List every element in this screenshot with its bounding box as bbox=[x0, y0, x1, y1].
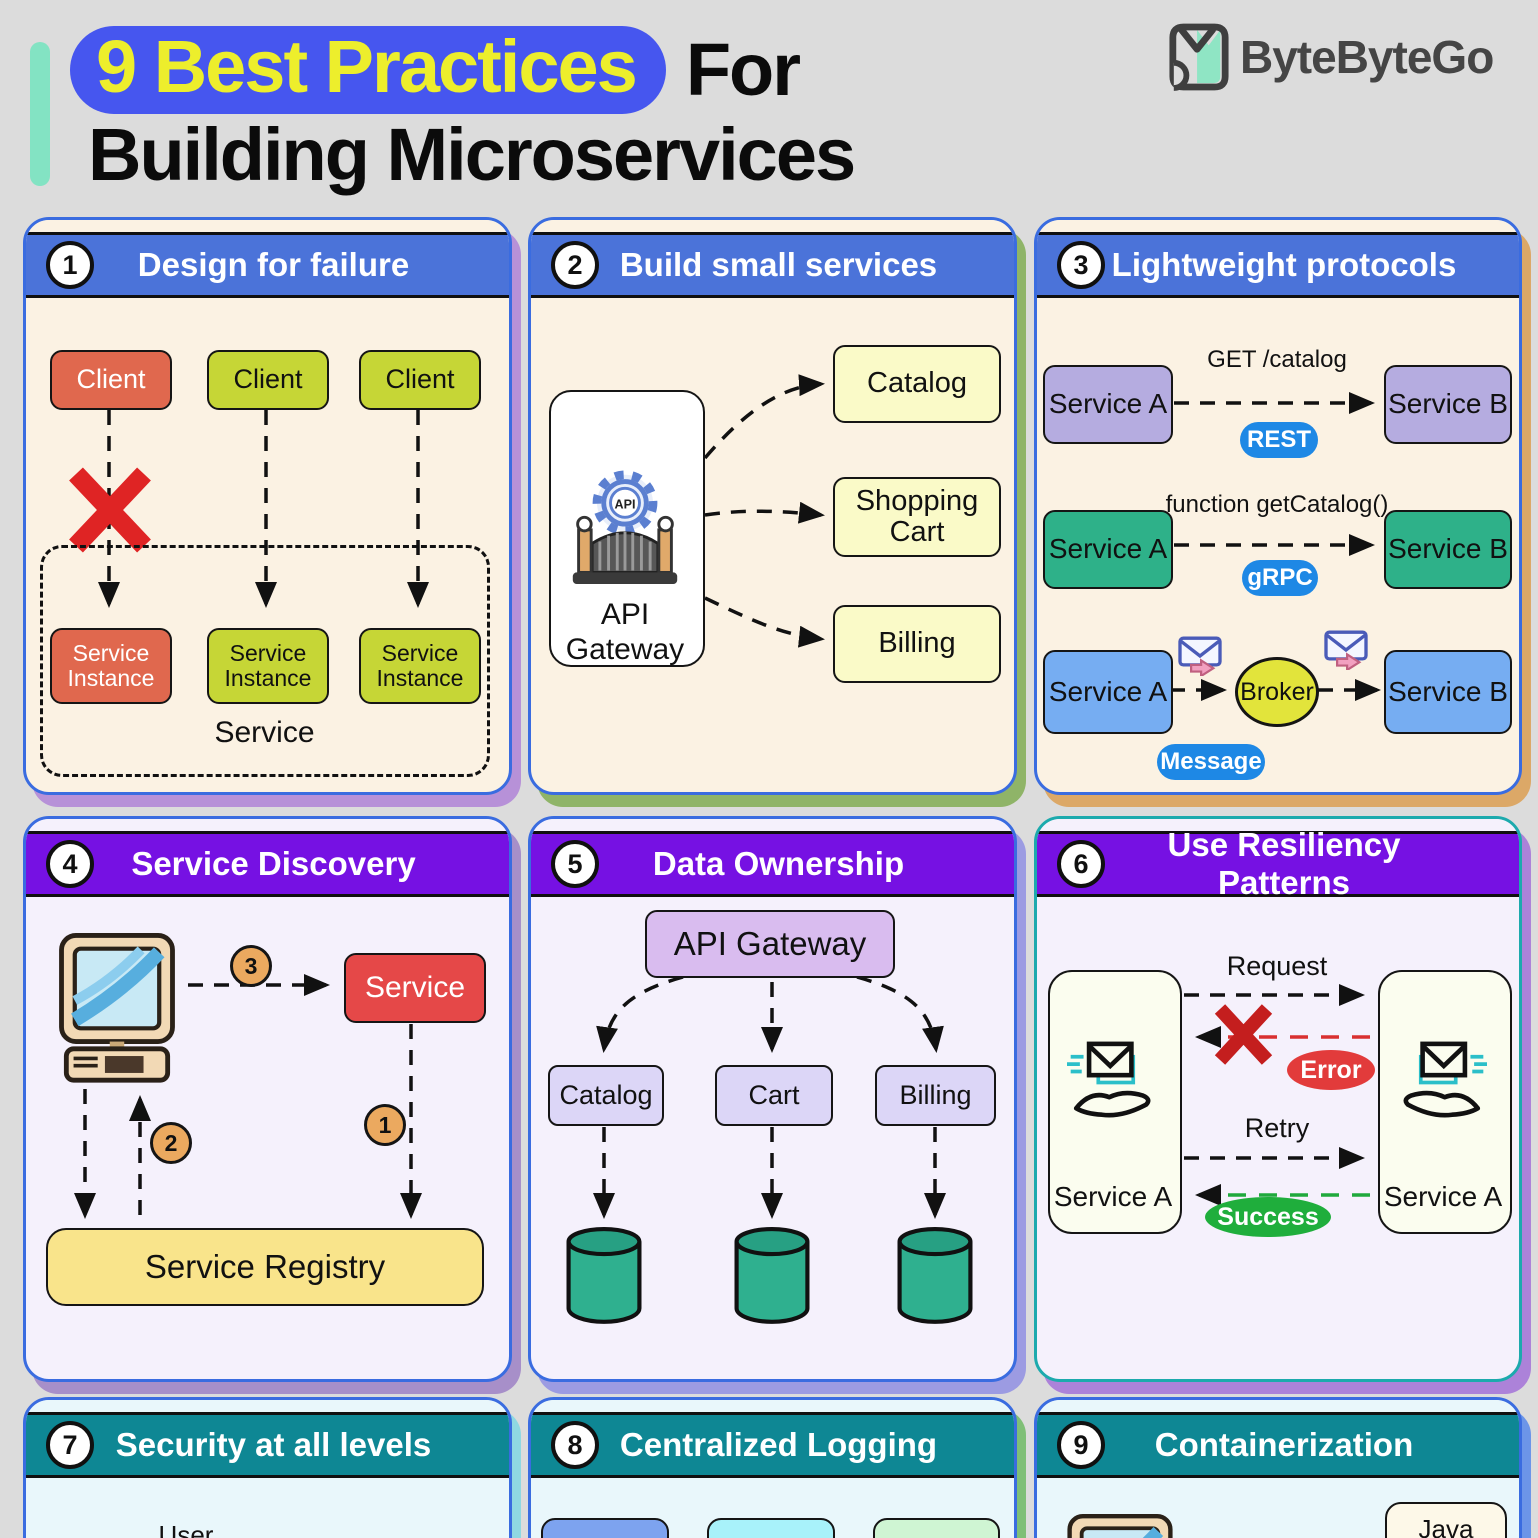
java-service-box: Java Service bbox=[1385, 1502, 1507, 1538]
bytebytego-icon bbox=[1169, 23, 1229, 91]
panel-design-for-failure: 1 Design for failure Client Client Clien… bbox=[23, 217, 512, 795]
service-box: Service bbox=[344, 953, 486, 1023]
page-title-line2: Building Microservices bbox=[88, 113, 856, 196]
user-label: User bbox=[158, 1520, 214, 1538]
panel-data-ownership: 5 Data Ownership API Gateway Catalog Car… bbox=[528, 816, 1017, 1382]
retry-label: Retry bbox=[1244, 1113, 1310, 1143]
panel-centralized-logging: 8 Centralized Logging bbox=[528, 1397, 1017, 1538]
database-icon bbox=[566, 1227, 642, 1324]
panel-title: Data Ownership bbox=[652, 845, 905, 882]
panel-title: Containerization bbox=[1154, 1426, 1414, 1463]
panel-number: 5 bbox=[551, 840, 599, 888]
panel-title: Lightweight protocols bbox=[1111, 246, 1457, 283]
panel-number: 1 bbox=[46, 241, 94, 289]
panel-lightweight-protocols: 3 Lightweight protocols Service A Servic… bbox=[1034, 217, 1522, 795]
panel-title: Security at all levels bbox=[115, 1426, 432, 1463]
connector-arrows bbox=[703, 374, 825, 648]
connector-arrows bbox=[1184, 984, 1370, 1206]
connector-arrows bbox=[69, 410, 429, 608]
mail-hand-icon bbox=[1067, 1041, 1151, 1118]
mail-hand-icon bbox=[1403, 1041, 1487, 1118]
panel-service-discovery: 4 Service Discovery Service 3 1 2 Servic… bbox=[23, 816, 512, 1382]
panel-number: 9 bbox=[1057, 1421, 1105, 1469]
panel-security: 7 Security at all levels User bbox=[23, 1397, 512, 1538]
panel-number: 4 bbox=[46, 840, 94, 888]
svg-text:API: API bbox=[615, 498, 636, 512]
step-3-badge: 3 bbox=[230, 945, 272, 987]
message-envelope-icon bbox=[1324, 630, 1368, 670]
computer-icon bbox=[59, 933, 175, 1083]
panel-number: 8 bbox=[551, 1421, 599, 1469]
billing-box: Billing bbox=[833, 605, 1001, 683]
log-source-box bbox=[541, 1518, 669, 1538]
rest-call-label: GET /catalog bbox=[1207, 346, 1347, 373]
client-box: Client bbox=[207, 350, 329, 410]
panel-number: 2 bbox=[551, 241, 599, 289]
service-a-box: Service A bbox=[1043, 650, 1173, 734]
service-group-box bbox=[40, 545, 490, 777]
message-pill: Message bbox=[1157, 744, 1265, 780]
brand-name: ByteByteGo bbox=[1240, 31, 1494, 83]
api-gateway-icon: API bbox=[572, 470, 678, 585]
service-a-box: Service A bbox=[1043, 510, 1173, 589]
broker-ellipse: Broker bbox=[1235, 657, 1319, 727]
page-title-line1: 9 Best Practices For bbox=[70, 26, 801, 114]
computer-icon bbox=[1067, 1514, 1173, 1538]
panel-number: 6 bbox=[1057, 840, 1105, 888]
service-instance-box: Service Instance bbox=[359, 628, 481, 704]
panel-title: Build small services bbox=[619, 246, 938, 283]
panel-containerization: 9 Containerization Java Service bbox=[1034, 1397, 1522, 1538]
message-envelope-icon bbox=[1178, 636, 1222, 676]
panel-title: Use Resiliency Patterns bbox=[1167, 826, 1401, 901]
panel-build-small-services: 2 Build small services API bbox=[528, 217, 1017, 795]
request-label: Request bbox=[1226, 951, 1328, 981]
api-gateway-box: API Gateway bbox=[645, 910, 895, 978]
client-box: Client bbox=[359, 350, 481, 410]
connector-arrows bbox=[1170, 392, 1381, 701]
panel-title: Design for failure bbox=[137, 246, 410, 283]
grpc-call-label: function getCatalog() bbox=[1165, 491, 1389, 518]
service-b-box: Service B bbox=[1384, 365, 1512, 444]
service-b-box: Service B bbox=[1384, 650, 1512, 734]
log-source-box bbox=[873, 1518, 1000, 1538]
service-a-left-label: Service A bbox=[1053, 1181, 1173, 1212]
service-instance-box: Service Instance bbox=[207, 628, 329, 704]
catalog-box: Catalog bbox=[548, 1065, 664, 1126]
panel-title: Service Discovery bbox=[131, 845, 416, 882]
brand-logo: ByteByteGo bbox=[1168, 22, 1494, 92]
connector-arrows bbox=[593, 975, 946, 1219]
service-registry-box: Service Registry bbox=[46, 1228, 484, 1306]
service-group-label: Service bbox=[214, 716, 315, 749]
grpc-pill: gRPC bbox=[1242, 560, 1318, 596]
panel-number: 7 bbox=[46, 1421, 94, 1469]
error-ellipse: Error bbox=[1287, 1050, 1375, 1090]
database-icon bbox=[734, 1227, 810, 1324]
cart-box: Cart bbox=[715, 1065, 833, 1126]
page-title-highlight: 9 Best Practices bbox=[70, 26, 666, 114]
api-gateway-label: API Gateway bbox=[565, 598, 685, 666]
log-source-box bbox=[707, 1518, 835, 1538]
error-x-icon bbox=[1214, 1004, 1273, 1065]
accent-bar bbox=[30, 42, 50, 186]
success-ellipse: Success bbox=[1205, 1197, 1331, 1237]
connector-arrows bbox=[74, 974, 422, 1219]
panel-title: Centralized Logging bbox=[619, 1426, 938, 1463]
service-a-right-label: Service A bbox=[1383, 1181, 1503, 1212]
service-b-box: Service B bbox=[1384, 510, 1512, 589]
shopping-cart-box: Shopping Cart bbox=[833, 477, 1001, 557]
step-2-badge: 2 bbox=[150, 1122, 192, 1164]
service-instance-box: Service Instance bbox=[50, 628, 172, 704]
catalog-box: Catalog bbox=[833, 345, 1001, 423]
panel-resiliency-patterns: 6 Use Resiliency Patterns bbox=[1034, 816, 1522, 1382]
panel-number: 3 bbox=[1057, 241, 1105, 289]
client-box: Client bbox=[50, 350, 172, 410]
step-1-badge: 1 bbox=[364, 1104, 406, 1146]
database-icon bbox=[897, 1227, 973, 1324]
billing-box: Billing bbox=[875, 1065, 996, 1126]
page-title-rest: For bbox=[685, 28, 801, 111]
failure-x-icon bbox=[69, 467, 151, 553]
service-a-box: Service A bbox=[1043, 365, 1173, 444]
rest-pill: REST bbox=[1240, 422, 1318, 458]
